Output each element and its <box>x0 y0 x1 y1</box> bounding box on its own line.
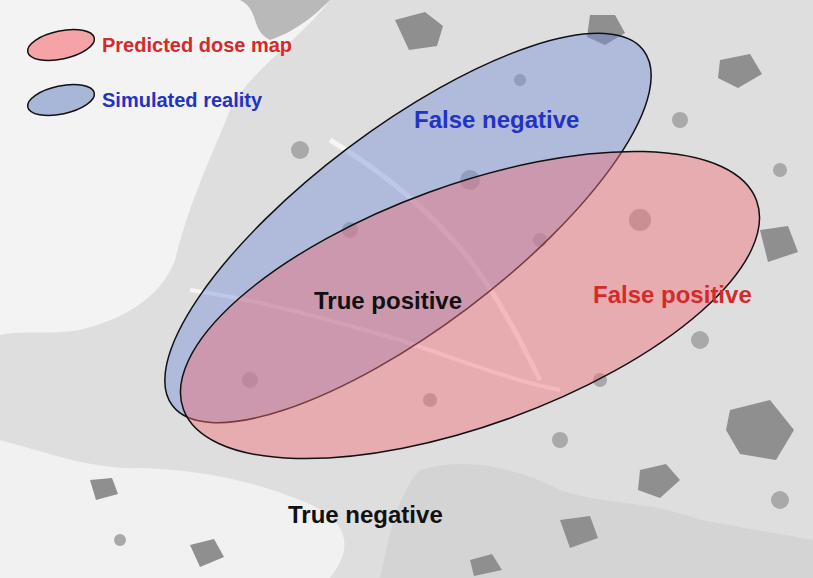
urban-area <box>560 516 598 548</box>
legend-text: Predicted dose map <box>102 34 292 57</box>
town <box>114 534 126 546</box>
ellipse-shape <box>142 88 797 522</box>
urban-area <box>395 12 443 50</box>
region-label: False negative <box>414 106 579 134</box>
urban-area <box>726 400 794 460</box>
region-ellipse: False positive <box>170 140 770 470</box>
urban-area <box>760 226 798 262</box>
legend-row: Simulated reality <box>24 82 267 118</box>
region-label: True negative <box>288 501 443 529</box>
urban-area <box>190 539 224 567</box>
legend-swatch-box <box>24 82 98 118</box>
town <box>691 331 709 349</box>
legend-swatch <box>25 82 97 118</box>
urban-area <box>470 554 502 576</box>
urban-area <box>638 464 680 498</box>
town <box>773 163 787 177</box>
land-shade <box>380 464 813 578</box>
town <box>291 141 309 159</box>
urban-area <box>90 478 118 500</box>
urban-area <box>718 54 762 88</box>
legend-row: Predicted dose map <box>24 27 297 63</box>
region-label: True positive <box>314 287 462 315</box>
legend-text: Simulated reality <box>102 89 262 112</box>
legend-swatch-box <box>24 27 98 63</box>
legend-swatch <box>25 27 97 63</box>
town <box>771 491 789 509</box>
town <box>552 432 568 448</box>
region-label: False positive <box>593 281 752 309</box>
town <box>672 112 688 128</box>
